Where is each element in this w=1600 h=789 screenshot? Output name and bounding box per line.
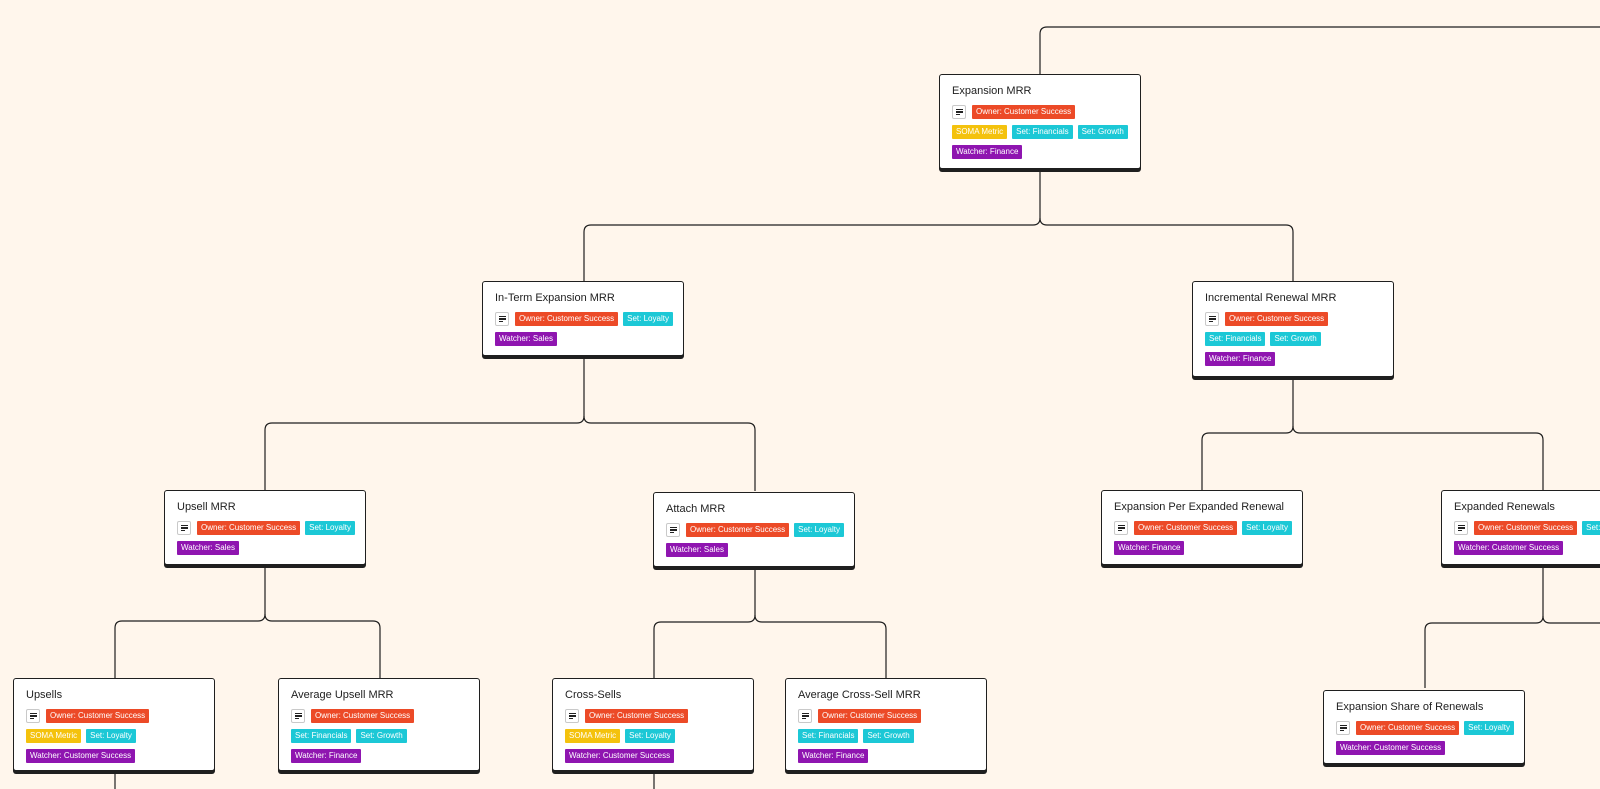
metric-node-average-cross-sell-mrr[interactable]: Average Cross-Sell MRR Owner: Customer S… bbox=[785, 678, 987, 771]
metric-node-attach-mrr[interactable]: Attach MRR Owner: Customer Success Set: … bbox=[653, 492, 855, 567]
set-tag[interactable]: Set: Loyalty bbox=[86, 729, 136, 743]
node-title: Average Cross-Sell MRR bbox=[798, 689, 921, 701]
watcher-tag[interactable]: Watcher: Customer Success bbox=[565, 749, 675, 763]
node-title: Expanded Renewals bbox=[1454, 501, 1555, 513]
node-title: In-Term Expansion MRR bbox=[495, 292, 615, 304]
node-title: Expansion MRR bbox=[952, 85, 1032, 97]
description-icon[interactable] bbox=[495, 312, 509, 326]
set-tag[interactable]: Set: Financials bbox=[798, 729, 859, 743]
owner-tag[interactable]: Owner: Customer Success bbox=[515, 312, 619, 326]
soma-metric-tag[interactable]: SOMA Metric bbox=[952, 125, 1008, 139]
watcher-tag[interactable]: Watcher: Customer Success bbox=[1336, 741, 1446, 755]
owner-tag[interactable]: Owner: Customer Success bbox=[1134, 521, 1238, 535]
owner-tag[interactable]: Owner: Customer Success bbox=[197, 521, 301, 535]
description-icon[interactable] bbox=[291, 709, 305, 723]
description-icon[interactable] bbox=[177, 521, 191, 535]
node-title: Incremental Renewal MRR bbox=[1205, 292, 1337, 304]
owner-tag[interactable]: Owner: Customer Success bbox=[311, 709, 415, 723]
watcher-tag[interactable]: Watcher: Customer Success bbox=[26, 749, 136, 763]
owner-tag[interactable]: Owner: Customer Success bbox=[46, 709, 150, 723]
owner-tag[interactable]: Owner: Customer Success bbox=[818, 709, 922, 723]
set-tag[interactable]: Set: Loyalty bbox=[625, 729, 675, 743]
description-icon[interactable] bbox=[952, 105, 966, 119]
node-title: Attach MRR bbox=[666, 503, 726, 515]
watcher-tag[interactable]: Watcher: Finance bbox=[1114, 541, 1185, 555]
node-title: Upsells bbox=[26, 689, 63, 701]
watcher-tag[interactable]: Watcher: Finance bbox=[291, 749, 362, 763]
set-tag[interactable]: Set: Growth bbox=[356, 729, 407, 743]
set-tag[interactable]: Set: Loyalty bbox=[1464, 721, 1514, 735]
watcher-tag[interactable]: Watcher: Customer Success bbox=[1454, 541, 1564, 555]
description-icon[interactable] bbox=[798, 709, 812, 723]
set-tag[interactable]: Set: Financials bbox=[291, 729, 352, 743]
owner-tag[interactable]: Owner: Customer Success bbox=[1356, 721, 1460, 735]
set-tag[interactable]: Set: Growth bbox=[863, 729, 914, 743]
metric-node-in-term-expansion-mrr[interactable]: In-Term Expansion MRR Owner: Customer Su… bbox=[482, 281, 684, 356]
set-tag[interactable]: Set: Financials bbox=[1012, 125, 1073, 139]
set-tag[interactable]: Set: Financials bbox=[1205, 332, 1266, 346]
description-icon[interactable] bbox=[26, 709, 40, 723]
watcher-tag[interactable]: Watcher: Finance bbox=[1205, 352, 1276, 366]
metric-node-expansion-share-of-renewals[interactable]: Expansion Share of Renewals Owner: Custo… bbox=[1323, 690, 1525, 764]
owner-tag[interactable]: Owner: Customer Success bbox=[972, 105, 1076, 119]
watcher-tag[interactable]: Watcher: Sales bbox=[666, 543, 728, 557]
node-title: Expansion Per Expanded Renewal bbox=[1114, 501, 1285, 513]
metric-node-expanded-renewals[interactable]: Expanded Renewals Owner: Customer Succes… bbox=[1441, 490, 1600, 565]
node-title: Expansion Share of Renewals bbox=[1336, 701, 1484, 713]
metric-node-average-upsell-mrr[interactable]: Average Upsell MRR Owner: Customer Succe… bbox=[278, 678, 480, 771]
description-icon[interactable] bbox=[565, 709, 579, 723]
set-tag[interactable]: Set: Loyalty bbox=[623, 312, 673, 326]
set-tag[interactable]: Set: Loyalty bbox=[1582, 521, 1600, 535]
metric-node-incremental-renewal-mrr[interactable]: Incremental Renewal MRR Owner: Customer … bbox=[1192, 281, 1394, 377]
metric-node-expansion-mrr[interactable]: Expansion MRR Owner: Customer Success SO… bbox=[939, 74, 1141, 169]
description-icon[interactable] bbox=[1114, 521, 1128, 535]
set-tag[interactable]: Set: Growth bbox=[1077, 125, 1128, 139]
set-tag[interactable]: Set: Loyalty bbox=[794, 523, 844, 537]
node-title: Upsell MRR bbox=[177, 501, 236, 513]
metric-node-expansion-per-expanded-renewal[interactable]: Expansion Per Expanded Renewal Owner: Cu… bbox=[1101, 490, 1303, 565]
set-tag[interactable]: Set: Growth bbox=[1270, 332, 1321, 346]
owner-tag[interactable]: Owner: Customer Success bbox=[585, 709, 689, 723]
watcher-tag[interactable]: Watcher: Finance bbox=[798, 749, 869, 763]
set-tag[interactable]: Set: Loyalty bbox=[1242, 521, 1292, 535]
soma-metric-tag[interactable]: SOMA Metric bbox=[26, 729, 82, 743]
set-tag[interactable]: Set: Loyalty bbox=[305, 521, 355, 535]
description-icon[interactable] bbox=[1336, 721, 1350, 735]
owner-tag[interactable]: Owner: Customer Success bbox=[1225, 312, 1329, 326]
description-icon[interactable] bbox=[1454, 521, 1468, 535]
watcher-tag[interactable]: Watcher: Sales bbox=[495, 332, 557, 346]
description-icon[interactable] bbox=[666, 523, 680, 537]
soma-metric-tag[interactable]: SOMA Metric bbox=[565, 729, 621, 743]
description-icon[interactable] bbox=[1205, 312, 1219, 326]
node-title: Cross-Sells bbox=[565, 689, 622, 701]
watcher-tag[interactable]: Watcher: Sales bbox=[177, 541, 239, 555]
metric-node-upsell-mrr[interactable]: Upsell MRR Owner: Customer Success Set: … bbox=[164, 490, 366, 565]
node-title: Average Upsell MRR bbox=[291, 689, 394, 701]
owner-tag[interactable]: Owner: Customer Success bbox=[1474, 521, 1578, 535]
metric-node-upsells[interactable]: Upsells Owner: Customer Success SOMA Met… bbox=[13, 678, 215, 771]
watcher-tag[interactable]: Watcher: Finance bbox=[952, 145, 1023, 159]
owner-tag[interactable]: Owner: Customer Success bbox=[686, 523, 790, 537]
metric-node-cross-sells[interactable]: Cross-Sells Owner: Customer Success SOMA… bbox=[552, 678, 754, 771]
